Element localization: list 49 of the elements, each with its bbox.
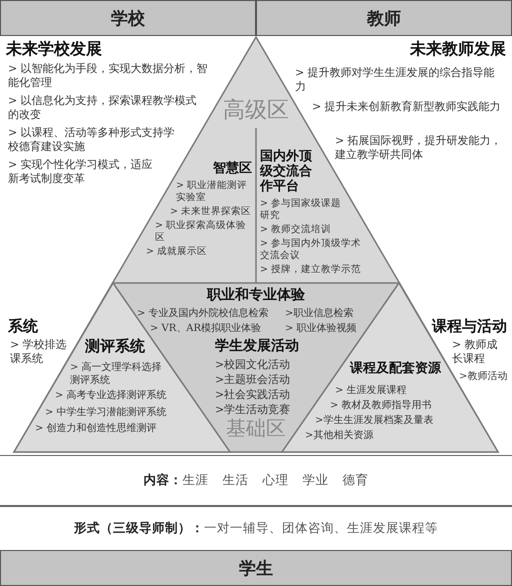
section-heading: 国内外顶级交流合作平台 bbox=[260, 150, 313, 195]
section-heading: 系统 bbox=[8, 318, 39, 336]
bullet-text: > 教师交流培训 bbox=[260, 224, 332, 236]
zone-label: 高级区 bbox=[223, 100, 289, 122]
bullet-text: >主题班会活动 bbox=[215, 373, 292, 388]
section-heading: 课程与活动 bbox=[431, 318, 507, 336]
bullet-text: > 创造力和创造性思维测评 bbox=[35, 422, 158, 435]
section-heading: 课程及配套资源 bbox=[350, 362, 442, 377]
bullet-text: > VR、AR模拟职业体验 bbox=[150, 322, 262, 335]
bullet-text: >教师活动 bbox=[459, 370, 508, 383]
bullet-text: > 教材及教师指导用书 bbox=[330, 399, 433, 412]
bullet-text: > 参与国内外顶级学术交流会议 bbox=[260, 238, 362, 263]
section-heading: 未来教师发展 bbox=[408, 40, 506, 58]
section-heading: 学生发展活动 bbox=[214, 338, 300, 354]
section-heading: 智慧区 bbox=[212, 162, 252, 177]
bullet-text: > 以课程、活动等多种形式支持学校德育建设实施 bbox=[8, 126, 176, 155]
header-bar: 教师 bbox=[256, 0, 512, 36]
bullet-text: > 高一文理学科选择测评系统 bbox=[70, 361, 163, 387]
bullet-text: > 参与国家级课题研究 bbox=[260, 198, 342, 223]
bullet-text: > 授牌，建立教学示范 bbox=[260, 264, 362, 276]
bullet-text: >职业信息检索 bbox=[285, 307, 354, 320]
bullet-text: > 提升未来创新教育新型教师实践能力 bbox=[312, 100, 502, 114]
bullet-text: > 职业体验视频 bbox=[285, 322, 358, 335]
bullet-text: > 未来世界探索区 bbox=[170, 206, 252, 218]
bullet-text: > 职业探索高级体验区 bbox=[155, 220, 247, 245]
bullet-text: > 成就展示区 bbox=[146, 246, 208, 258]
bullet-text: > 以信息化为支持，探索课程教学模式的改变 bbox=[8, 94, 198, 123]
footer-bar: 学生 bbox=[0, 550, 512, 586]
section-heading: 测评系统 bbox=[85, 338, 146, 356]
bullet-text: > 生涯发展课程 bbox=[335, 384, 408, 397]
content-row: 内容：生涯 生活 心理 学业 德育 bbox=[0, 455, 512, 506]
bullet-text: >其他相关资源 bbox=[305, 429, 374, 442]
bullet-text: > 提升教师对学生生涯发展的综合指导能力 bbox=[295, 66, 496, 95]
bullet-text: > 专业及国内外院校信息检索 bbox=[137, 307, 269, 320]
bullet-text: >学生活动竞赛 bbox=[215, 403, 292, 418]
bullet-text: >校园文化活动 bbox=[215, 358, 292, 372]
bullet-text: > 高考专业选择测评系统 bbox=[55, 389, 168, 402]
bullet-text: >学生生涯发展档案及量表 bbox=[315, 414, 434, 427]
bullet-text: > 学校排选课系统 bbox=[10, 338, 68, 367]
bullet-text: > 职业潜能测评实验室 bbox=[176, 180, 248, 205]
bullet-text: > 拓展国际视野，提升研发能力，建立教学研共同体 bbox=[335, 134, 503, 163]
bullet-text: > 教师成长课程 bbox=[452, 338, 499, 367]
bullet-text: >社会实践活动 bbox=[215, 388, 292, 402]
section-heading: 职业和专业体验 bbox=[206, 287, 306, 304]
bullet-text: > 中学生学习潜能测评系统 bbox=[45, 406, 168, 419]
section-heading: 未来学校发展 bbox=[6, 40, 103, 58]
bullet-text: > 实现个性化学习模式，适应新考试制度变革 bbox=[8, 158, 154, 187]
header-bar: 学校 bbox=[0, 0, 256, 36]
bullet-text: > 以智能化为手段，实现大数据分析，智能化管理 bbox=[8, 62, 209, 91]
